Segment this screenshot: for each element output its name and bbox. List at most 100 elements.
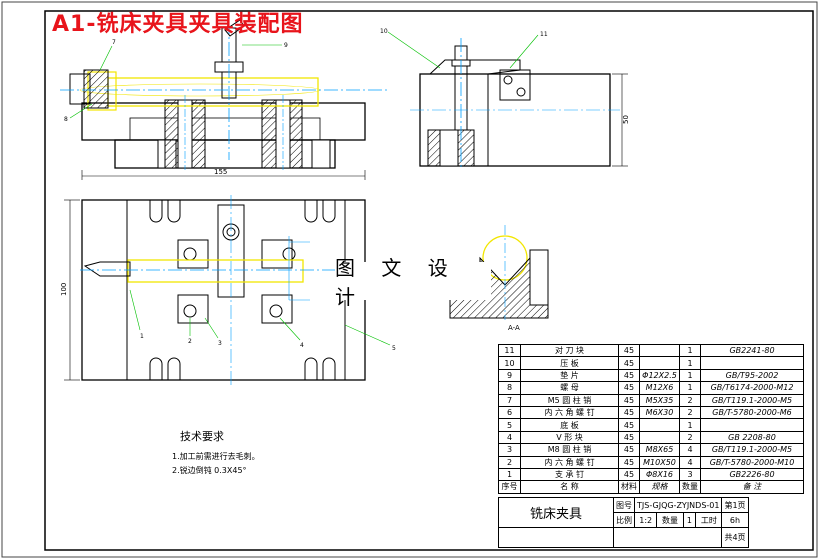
bom-cell-name: 垫 片 <box>520 368 619 383</box>
bom-cell-material: 45 <box>618 356 640 370</box>
bom-cell-remark: GB2226-80 <box>700 467 804 482</box>
bom-cell-qty: 3 <box>679 467 701 482</box>
bom-cell-spec <box>639 356 680 370</box>
bom-cell-material: 45 <box>618 381 640 395</box>
bom-cell-name: M5 圆 柱 销 <box>520 393 619 407</box>
bom-cell-material: 45 <box>618 393 640 407</box>
bom-cell-material: 45 <box>618 443 640 457</box>
bom-cell-no: 11 <box>498 343 521 358</box>
hours-value: 6h <box>721 512 749 528</box>
bom-cell-qty: 2 <box>679 430 701 445</box>
scale-label: 比例 <box>613 512 635 528</box>
bom-cell-material: 45 <box>618 343 640 358</box>
bom-cell-name: V 形 块 <box>520 430 619 445</box>
bom-cell-qty: 4 <box>679 443 701 457</box>
bom-cell-no: 10 <box>498 356 521 370</box>
drawing-border <box>44 10 814 551</box>
bom-cell-remark: GB 2208-80 <box>700 430 804 445</box>
title-block-blank <box>612 527 723 548</box>
bom-cell-name: 螺 母 <box>520 381 619 395</box>
callout-4: 4 <box>300 342 304 349</box>
bom-cell-no: 序号 <box>498 480 521 494</box>
bom-cell-no: 8 <box>498 381 521 395</box>
drawing-title: A1-铣床夹具夹具装配图 <box>52 12 304 37</box>
bom-cell-no: 6 <box>498 405 521 420</box>
bom-cell-spec: Φ8X16 <box>639 467 680 482</box>
tech-requirement-line: 1.加工前需进行去毛刺。 <box>172 452 260 461</box>
bom-cell-remark <box>700 356 804 370</box>
bom-cell-remark: GB/T119.1-2000-M5 <box>700 443 804 457</box>
callout-5: 5 <box>392 345 396 352</box>
drawing-no-label: 图号 <box>613 497 635 513</box>
bom-cell-name: 对 刀 块 <box>520 343 619 358</box>
bom-cell-name: 底 板 <box>520 418 619 432</box>
bom-cell-remark <box>700 418 804 432</box>
tech-requirements: 技术要求 1.加工前需进行去毛刺。 2.锐边倒钝 0.3X45° <box>172 428 260 478</box>
bom-cell-material: 45 <box>618 430 640 445</box>
bom-cell-remark: GB/T6174-2000-M12 <box>700 381 804 395</box>
title-block-blank <box>498 527 614 548</box>
callout-11: 11 <box>540 31 548 38</box>
qty-label: 数量 <box>656 512 684 528</box>
sheet-label: 第1页 <box>721 497 749 513</box>
bom-cell-name: 内 六 角 螺 钉 <box>520 455 619 469</box>
bom-cell-remark: GB/T-5780-2000-M6 <box>700 405 804 420</box>
callout-2: 2 <box>188 338 192 345</box>
bom-cell-spec: M6X30 <box>639 405 680 420</box>
watermark: 图 文 设 计 <box>335 256 491 309</box>
bom-cell-remark: GB2241-80 <box>700 343 804 358</box>
bom-cell-remark: GB/T95-2002 <box>700 368 804 383</box>
bom-cell-material: 45 <box>618 405 640 420</box>
bom-cell-remark: GB/T-5780-2000-M10 <box>700 455 804 469</box>
bom-cell-qty: 数量 <box>679 480 701 494</box>
callout-7: 7 <box>112 39 116 46</box>
part-name: 铣床夹具 <box>498 497 614 528</box>
bom-cell-qty: 1 <box>679 368 701 383</box>
callout-9: 9 <box>284 42 288 49</box>
total-label: 共4页 <box>721 527 749 548</box>
bom-cell-qty: 1 <box>679 356 701 370</box>
bom-cell-spec: M5X35 <box>639 393 680 407</box>
bom-cell-no: 5 <box>498 418 521 432</box>
bom-cell-spec: M12X6 <box>639 381 680 395</box>
tech-requirement-line: 2.锐边倒钝 0.3X45° <box>172 466 247 475</box>
bom-cell-name: 压 板 <box>520 356 619 370</box>
bom-cell-name: 支 承 钉 <box>520 467 619 482</box>
bom-cell-no: 9 <box>498 368 521 383</box>
bom-cell-remark: GB/T119.1-2000-M5 <box>700 393 804 407</box>
callout-8: 8 <box>64 116 68 123</box>
callout-3: 3 <box>218 340 222 347</box>
section-label: A-A <box>508 324 520 332</box>
bom-cell-qty: 1 <box>679 418 701 432</box>
bom-cell-spec <box>639 343 680 358</box>
dim-height-right: 50 <box>622 115 630 124</box>
bom-cell-no: 3 <box>498 443 521 457</box>
tech-requirements-heading: 技术要求 <box>180 430 224 443</box>
callout-10: 10 <box>380 28 388 35</box>
callout-1: 1 <box>140 333 144 340</box>
bom-cell-material: 45 <box>618 368 640 383</box>
bom-cell-qty: 1 <box>679 381 701 395</box>
bom-cell-spec <box>639 430 680 445</box>
bom-cell-material: 45 <box>618 455 640 469</box>
bom-cell-name: 名 称 <box>520 480 619 494</box>
bom-cell-no: 2 <box>498 455 521 469</box>
scale-value: 1:2 <box>633 512 658 528</box>
bom-cell-qty: 2 <box>679 405 701 420</box>
bom-cell-name: M8 圆 柱 销 <box>520 443 619 457</box>
bom-cell-spec: M8X65 <box>639 443 680 457</box>
dim-height-left: 100 <box>60 283 68 296</box>
bom-cell-qty: 4 <box>679 455 701 469</box>
bom-cell-qty: 2 <box>679 393 701 407</box>
bom-cell-remark: 备 注 <box>700 480 804 494</box>
bom-header-row: 序号名 称材料规格数量备 注 <box>498 480 804 494</box>
